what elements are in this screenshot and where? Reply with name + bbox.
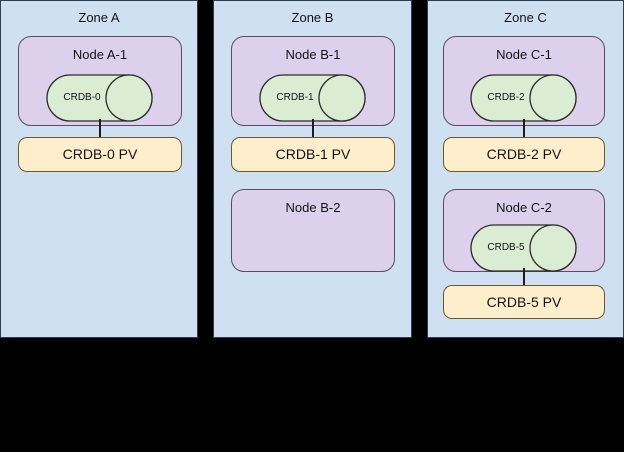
node-box-b-2[interactable]: Node B-2 [231,189,395,272]
cylinder-icon [470,74,577,122]
node-title-c-2: Node C-2 [496,200,552,215]
database-cylinder-crdb-0[interactable]: CRDB-0 [46,74,153,122]
pv-box-crdb-0[interactable]: CRDB-0 PV [18,137,182,172]
pv-label-crdb-0: CRDB-0 PV [62,146,138,162]
zone-title-c: Zone C [504,10,547,25]
cylinder-icon [259,74,366,122]
pv-label-crdb-1: CRDB-1 PV [275,146,351,162]
pv-label-crdb-5: CRDB-5 PV [486,293,562,310]
connector-node-c-1-to-pv [523,119,525,138]
node-title-b-1: Node B-1 [285,47,341,62]
database-cylinder-crdb-1[interactable]: CRDB-1 [259,74,366,122]
zone-title-b: Zone B [291,10,334,25]
node-title-c-1: Node C-1 [496,47,552,62]
pv-label-crdb-2: CRDB-2 PV [486,146,562,162]
zone-title-a: Zone A [78,10,120,25]
connector-node-b-1-to-pv [312,119,314,138]
database-cylinder-crdb-2[interactable]: CRDB-2 [470,74,577,122]
pv-box-crdb-2[interactable]: CRDB-2 PV [443,137,605,172]
node-title-b-2: Node B-2 [285,200,341,215]
connector-node-c-2-to-pv [523,268,525,286]
pv-box-crdb-5[interactable]: CRDB-5 PV [443,285,605,319]
pv-box-crdb-1[interactable]: CRDB-1 PV [231,137,395,172]
cylinder-icon [46,74,153,122]
database-cylinder-crdb-5[interactable]: CRDB-5 [470,224,577,272]
cylinder-icon [470,224,577,272]
connector-node-a-1-to-pv [99,119,101,138]
node-title-a-1: Node A-1 [72,47,128,62]
